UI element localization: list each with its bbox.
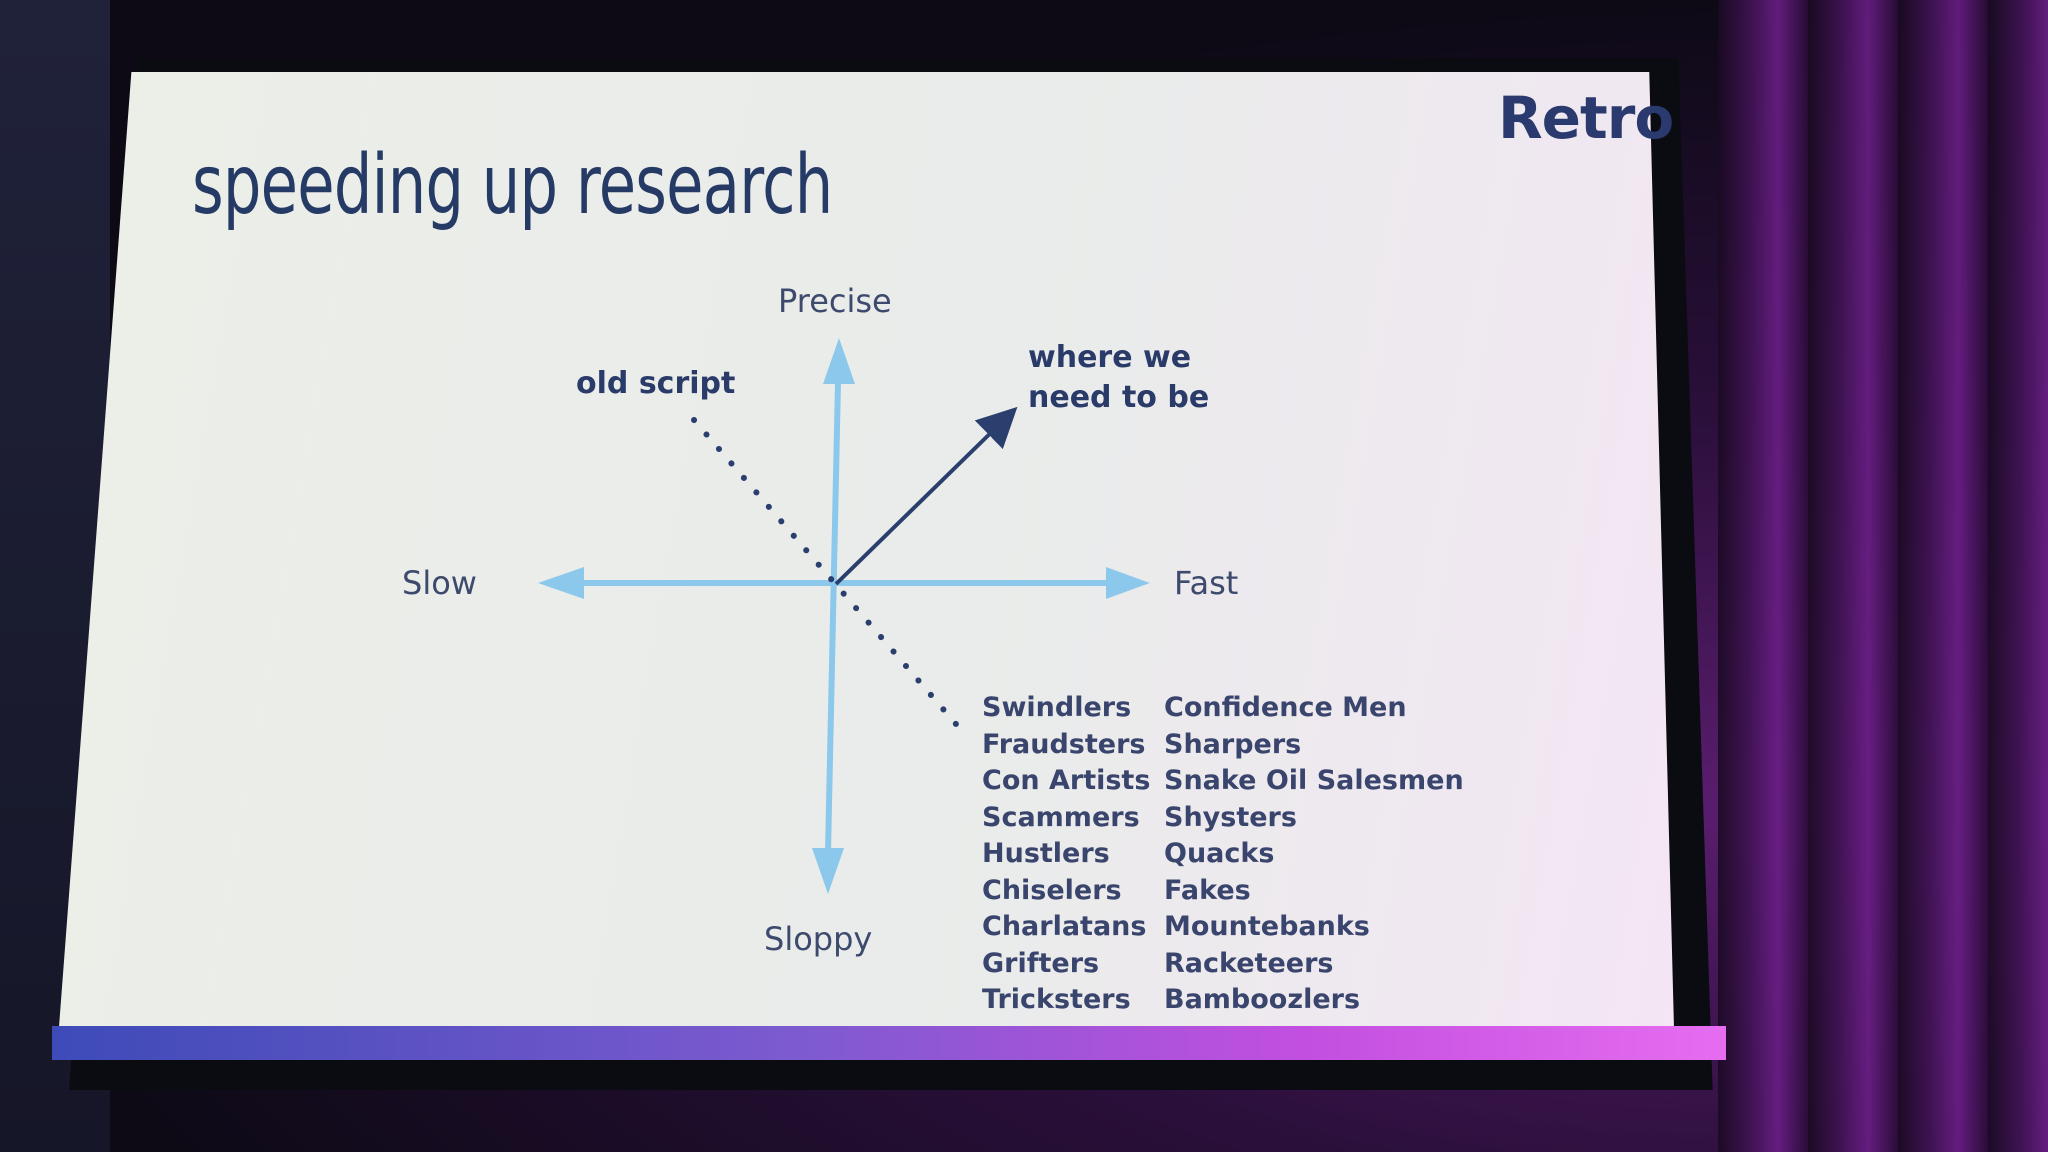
- old-script-label: old script: [576, 366, 736, 401]
- slide-bottom-bar: [52, 1026, 1726, 1060]
- list-item: Scammers: [982, 801, 1140, 833]
- list-item: Tricksters: [982, 984, 1131, 1015]
- list-item: Shysters: [1164, 801, 1297, 833]
- word-list-right: Confidence Men Sharpers Snake Oil Salesm…: [1164, 690, 1464, 1019]
- axis-label-fast: Fast: [1174, 564, 1239, 602]
- target-label-line-2: need to be: [1028, 380, 1210, 415]
- stage-curtain: [1718, 0, 2048, 1152]
- list-item: Fakes: [1164, 874, 1251, 906]
- axis-label-slow: Slow: [402, 564, 477, 602]
- list-item: Mountebanks: [1164, 911, 1370, 942]
- axis-label-precise: Precise: [778, 282, 892, 320]
- list-item: Hustlers: [982, 838, 1110, 869]
- old-script-dotted-line: [691, 417, 971, 741]
- slide-title: speeding up research: [192, 138, 833, 233]
- target-vector: [834, 406, 1018, 586]
- list-item: Grifters: [982, 947, 1100, 979]
- list-item: Snake Oil Salesmen: [1164, 765, 1464, 796]
- target-label: where we need to be: [1028, 338, 1209, 418]
- axis-arrow-down: [812, 848, 844, 894]
- vertical-axis-line: [825, 381, 841, 853]
- word-list-left: Swindlers Fraudsters Con Artists Scammer…: [982, 690, 1150, 1019]
- axis-arrow-left: [538, 567, 584, 599]
- target-label-line-1: where we: [1028, 340, 1192, 375]
- list-item: Quacks: [1164, 838, 1275, 869]
- list-item: Fraudsters: [982, 728, 1146, 760]
- list-item: Chiselers: [982, 874, 1122, 906]
- list-item: Sharpers: [1164, 728, 1302, 760]
- list-item: Con Artists: [982, 765, 1151, 796]
- list-item: Swindlers: [982, 692, 1132, 723]
- retro-logo: Retro: [1498, 84, 1674, 152]
- list-item: Bamboozlers: [1164, 984, 1361, 1015]
- axis-arrow-up: [823, 338, 855, 384]
- list-item: Racketeers: [1164, 947, 1334, 979]
- axis-label-sloppy: Sloppy: [764, 920, 873, 958]
- list-item: Charlatans: [982, 911, 1147, 942]
- axis-arrow-right: [1106, 567, 1150, 599]
- list-item: Confidence Men: [1164, 692, 1407, 723]
